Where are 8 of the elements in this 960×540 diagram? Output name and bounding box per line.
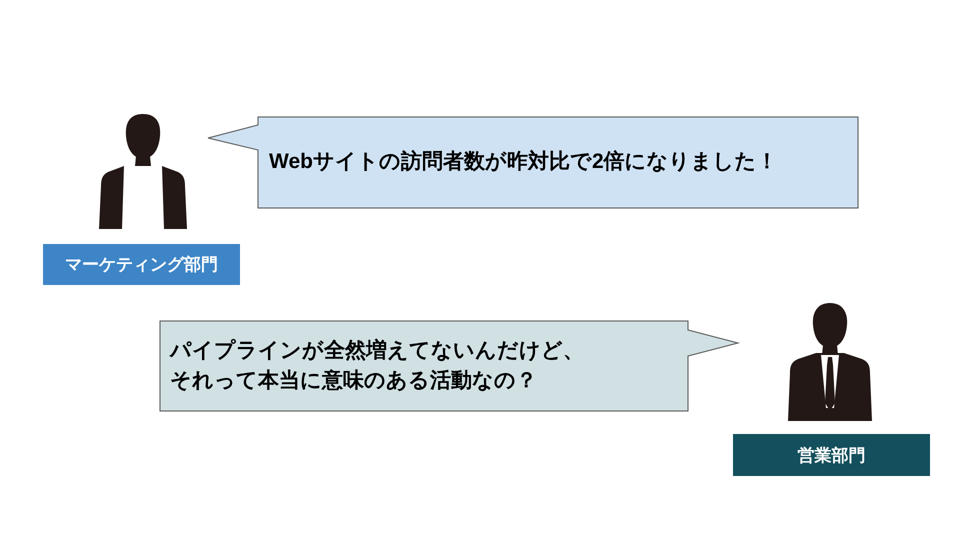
speech-bubble bbox=[159, 320, 739, 412]
department-label: 営業部門 bbox=[733, 434, 930, 476]
person-silhouette bbox=[98, 114, 188, 229]
speech-text: Webサイトの訪問者数が昨対比で2倍になりました！ bbox=[269, 148, 779, 175]
speech-bubble bbox=[207, 116, 859, 209]
businessman-silhouette bbox=[788, 303, 872, 421]
speech-text: パイプラインが全然増えてないんだけど、それって本当に意味のある活動なの？ bbox=[170, 338, 585, 394]
department-label: マーケティング部門 bbox=[43, 244, 240, 285]
